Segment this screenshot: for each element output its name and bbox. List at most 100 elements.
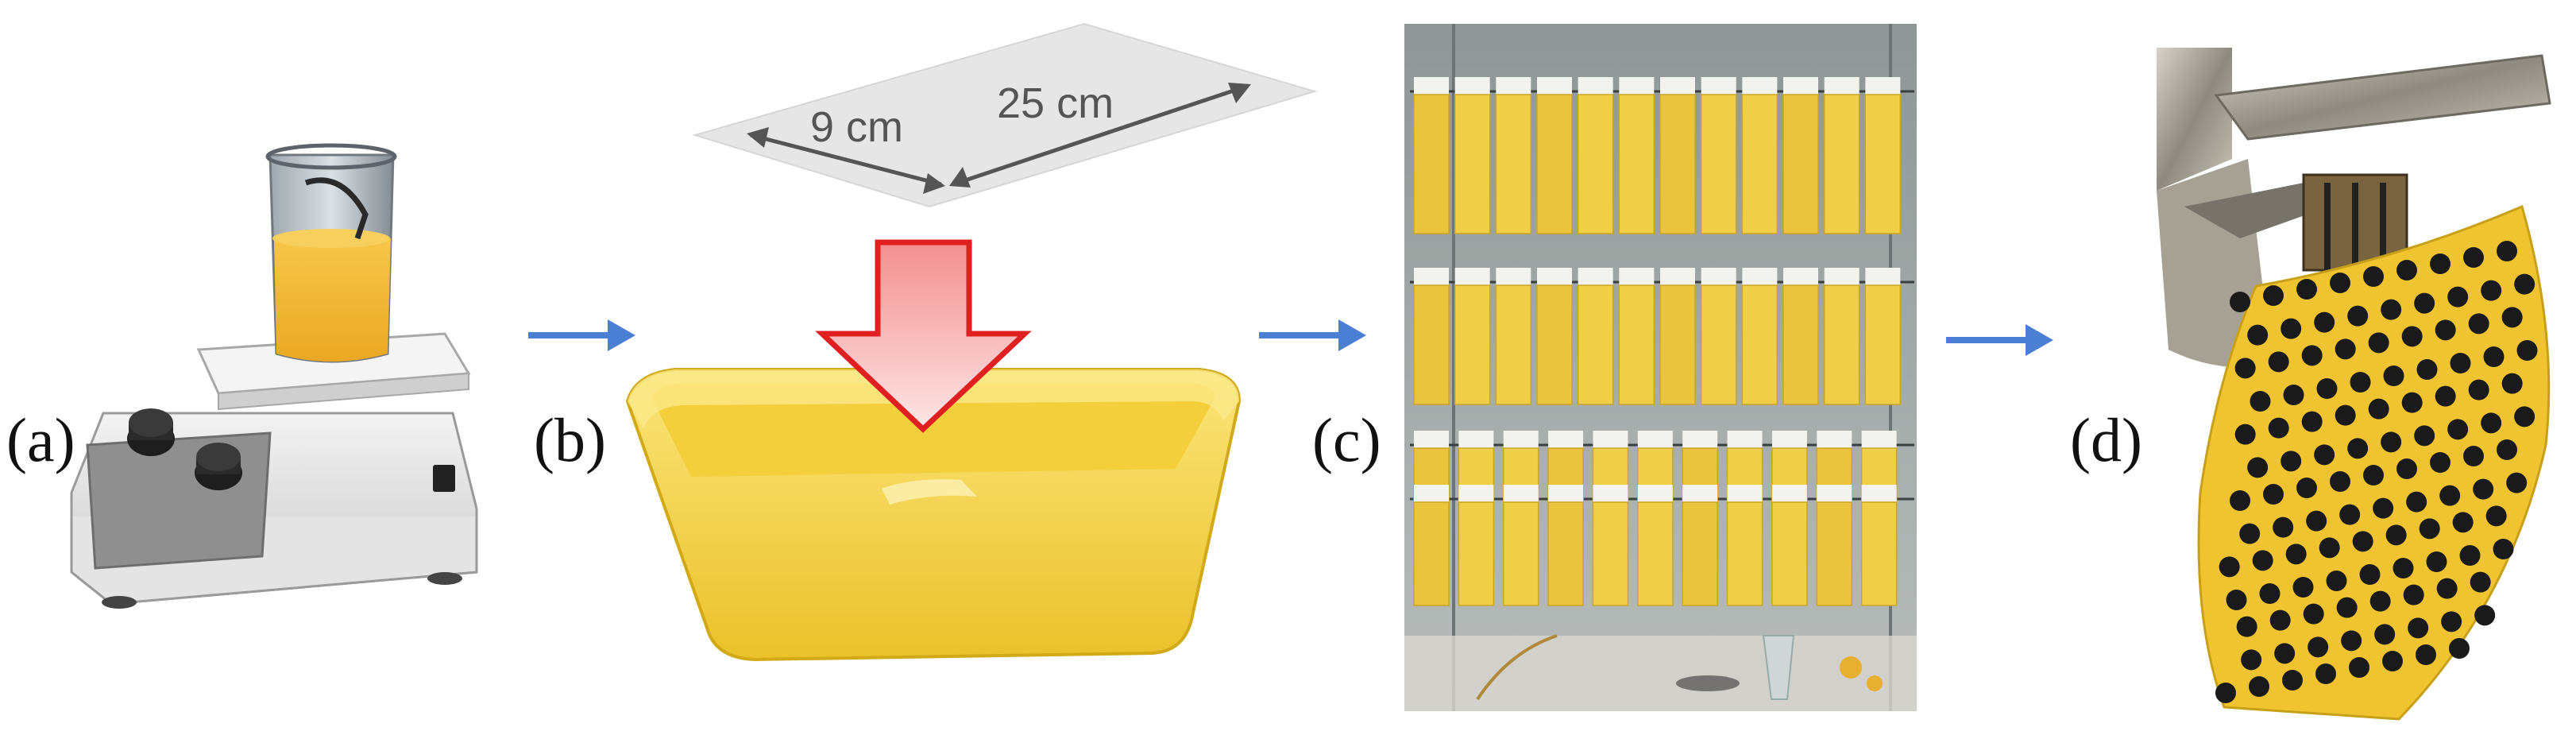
punched-hole xyxy=(2430,253,2450,274)
drying-photo xyxy=(1404,24,1917,711)
punched-hole xyxy=(2506,472,2528,493)
panel-label-b: (b) xyxy=(534,405,606,474)
punched-hole xyxy=(2215,683,2236,703)
punched-hole xyxy=(2247,457,2269,478)
drying-strip xyxy=(1659,268,1696,405)
punched-hole xyxy=(2449,638,2470,659)
flow-arrow-a-b xyxy=(528,319,635,351)
punched-hole xyxy=(2273,516,2294,538)
punched-hole xyxy=(2463,247,2484,268)
punched-hole xyxy=(2250,391,2271,412)
stirrer-knob-right xyxy=(195,443,242,490)
punched-hole xyxy=(2239,523,2261,544)
punched-hole xyxy=(2403,584,2424,605)
punched-hole xyxy=(2341,630,2362,652)
power-switch xyxy=(433,465,455,492)
drying-strip xyxy=(1502,485,1539,606)
drying-strip xyxy=(1536,77,1573,234)
drying-strip xyxy=(1454,268,1491,405)
punched-hole xyxy=(2268,417,2289,439)
punched-hole xyxy=(2219,556,2240,578)
punched-hole xyxy=(2350,372,2371,393)
punched-hole xyxy=(2315,663,2336,684)
punched-hole xyxy=(2452,512,2474,533)
punched-hole xyxy=(2439,485,2461,506)
punched-hole xyxy=(2385,524,2407,546)
punched-hole xyxy=(2414,425,2435,447)
punched-hole xyxy=(2339,504,2361,525)
drying-strip xyxy=(1700,268,1737,405)
punched-hole xyxy=(2247,324,2269,346)
drying-strip xyxy=(1700,77,1737,234)
drying-strip xyxy=(1454,77,1491,234)
drying-strip xyxy=(1782,268,1819,405)
punched-hole xyxy=(2468,379,2489,400)
dipping-tray xyxy=(625,368,1242,662)
punched-hole xyxy=(2335,404,2356,426)
punched-hole xyxy=(2363,465,2384,485)
punched-hole xyxy=(2306,510,2327,532)
width-dimension-arrow xyxy=(747,127,945,194)
punched-hole xyxy=(2474,605,2496,626)
punched-hole xyxy=(2383,366,2404,386)
drying-strip xyxy=(1741,77,1778,234)
punched-hole xyxy=(2447,286,2469,308)
punched-hole xyxy=(2441,611,2462,632)
punched-hole xyxy=(2349,657,2369,678)
drying-strip xyxy=(1618,77,1655,234)
punched-hole xyxy=(2296,279,2317,300)
punched-hole xyxy=(2497,439,2517,460)
drying-strip xyxy=(1637,485,1674,606)
drying-strip xyxy=(1495,268,1532,405)
punched-hole xyxy=(2268,351,2289,373)
punched-hole xyxy=(2497,241,2517,261)
punched-hole xyxy=(2347,305,2369,327)
punched-hole xyxy=(2419,518,2440,540)
strips-row-2 xyxy=(1413,268,1902,405)
punched-hole xyxy=(2301,345,2323,366)
punched-hole xyxy=(2285,544,2307,565)
flow-arrow-b-c xyxy=(1259,319,1366,351)
punched-hole xyxy=(2414,292,2435,314)
drying-strip xyxy=(1458,485,1495,606)
punched-hole xyxy=(2374,624,2396,645)
punched-hole xyxy=(2435,385,2456,407)
punched-hole xyxy=(2347,438,2369,459)
punched-hole xyxy=(2234,424,2256,445)
dip-down-arrow xyxy=(815,239,1032,433)
punched-hole xyxy=(2463,446,2484,466)
drying-strip xyxy=(1495,77,1532,234)
punched-hole xyxy=(2447,419,2469,440)
punched-hole xyxy=(2316,378,2338,399)
panel-label-a: (a) xyxy=(6,405,75,474)
panel-label-c: (c) xyxy=(1312,405,1381,474)
punched-hole xyxy=(2281,318,2302,339)
punched-hole xyxy=(2359,564,2381,585)
punched-hole xyxy=(2330,471,2350,492)
drying-strip xyxy=(1577,268,1614,405)
drying-strip xyxy=(1864,77,1902,234)
punched-hole xyxy=(2230,292,2250,312)
drying-strip xyxy=(1823,77,1860,234)
drying-strip xyxy=(1771,485,1808,606)
punched-hole xyxy=(2450,353,2471,373)
punched-hole xyxy=(2426,551,2447,572)
punched-hole xyxy=(2435,319,2456,341)
drying-strip xyxy=(1860,485,1898,606)
punched-hole xyxy=(2336,597,2358,618)
punched-hole xyxy=(2263,484,2284,505)
punched-hole xyxy=(2368,398,2389,420)
punched-hole xyxy=(2259,583,2281,604)
drying-strip xyxy=(1682,431,1718,505)
punched-hole xyxy=(2303,603,2324,625)
punched-hole xyxy=(2514,273,2535,295)
punched-hole xyxy=(2283,385,2304,405)
punched-hole xyxy=(2241,649,2262,671)
punched-hole xyxy=(2393,558,2414,578)
punched-hole xyxy=(2263,285,2284,306)
punched-hole xyxy=(2373,497,2394,519)
punched-hole xyxy=(2416,359,2438,380)
punched-hole xyxy=(2408,617,2429,639)
